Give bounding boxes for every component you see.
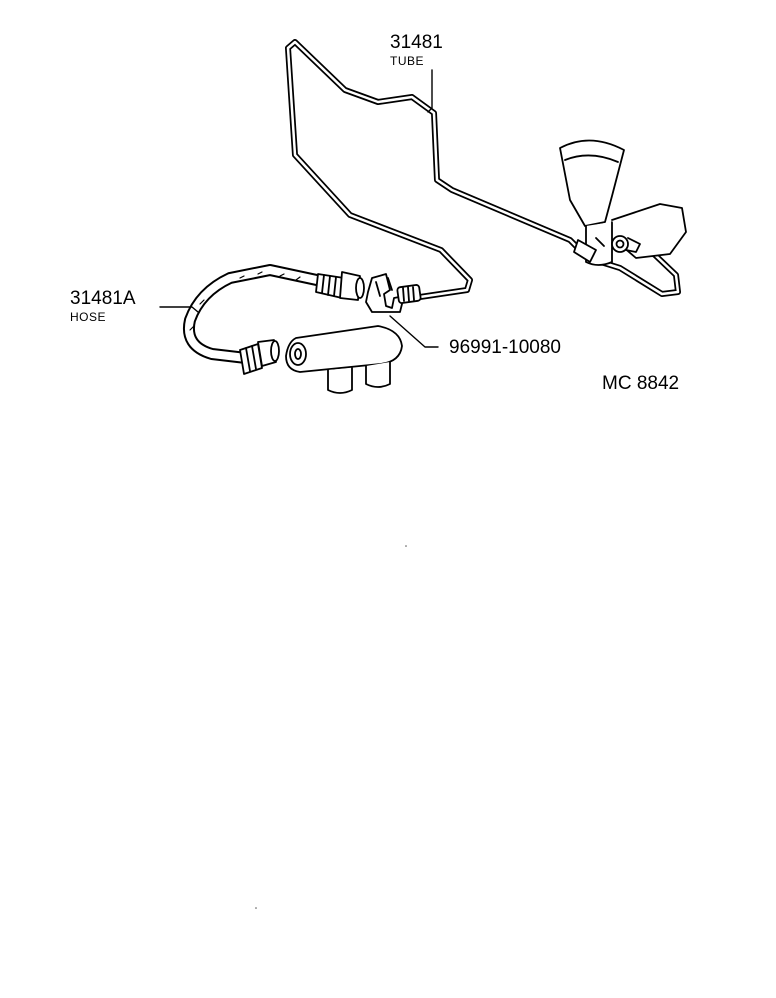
clip-96991-10080: [365, 273, 405, 313]
hose-lower-fitting: [239, 339, 280, 375]
hose-part-number: 31481A: [70, 288, 136, 309]
tube-31481: [285, 39, 681, 300]
hose-upper-fitting: [315, 271, 365, 301]
scan-speck: [405, 545, 407, 547]
tube-part-name: TUBE: [390, 54, 425, 68]
tube-fitting: [396, 284, 422, 304]
release-cylinder: [285, 325, 403, 394]
hose-31481a: [183, 264, 332, 364]
figure-code: MC 8842: [602, 373, 680, 394]
leader-lines: [159, 69, 439, 348]
master-cylinder: [559, 139, 687, 266]
scan-speck: [255, 907, 257, 909]
hose-part-name: HOSE: [70, 310, 107, 324]
clip-part-number: 96991-10080: [449, 337, 561, 358]
tube-part-number: 31481: [390, 32, 443, 53]
